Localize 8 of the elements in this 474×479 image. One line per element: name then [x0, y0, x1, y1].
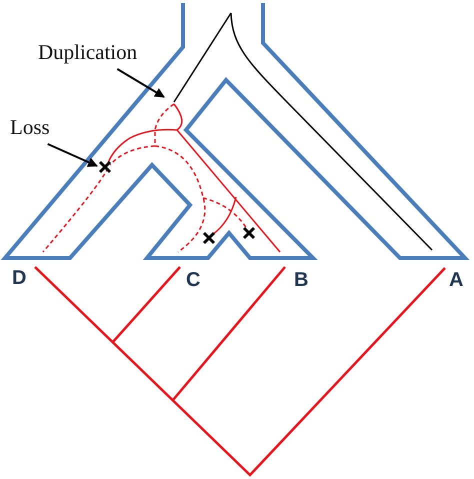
taxon-label: A	[449, 269, 464, 292]
leader-line	[47, 143, 98, 167]
annotation-text: Duplication	[38, 40, 138, 65]
annotation-text: Loss	[10, 115, 50, 140]
taxon-label: D	[12, 267, 26, 290]
taxon-label: B	[294, 269, 308, 292]
taxon-label: C	[186, 269, 200, 292]
leader-line	[116, 68, 165, 98]
